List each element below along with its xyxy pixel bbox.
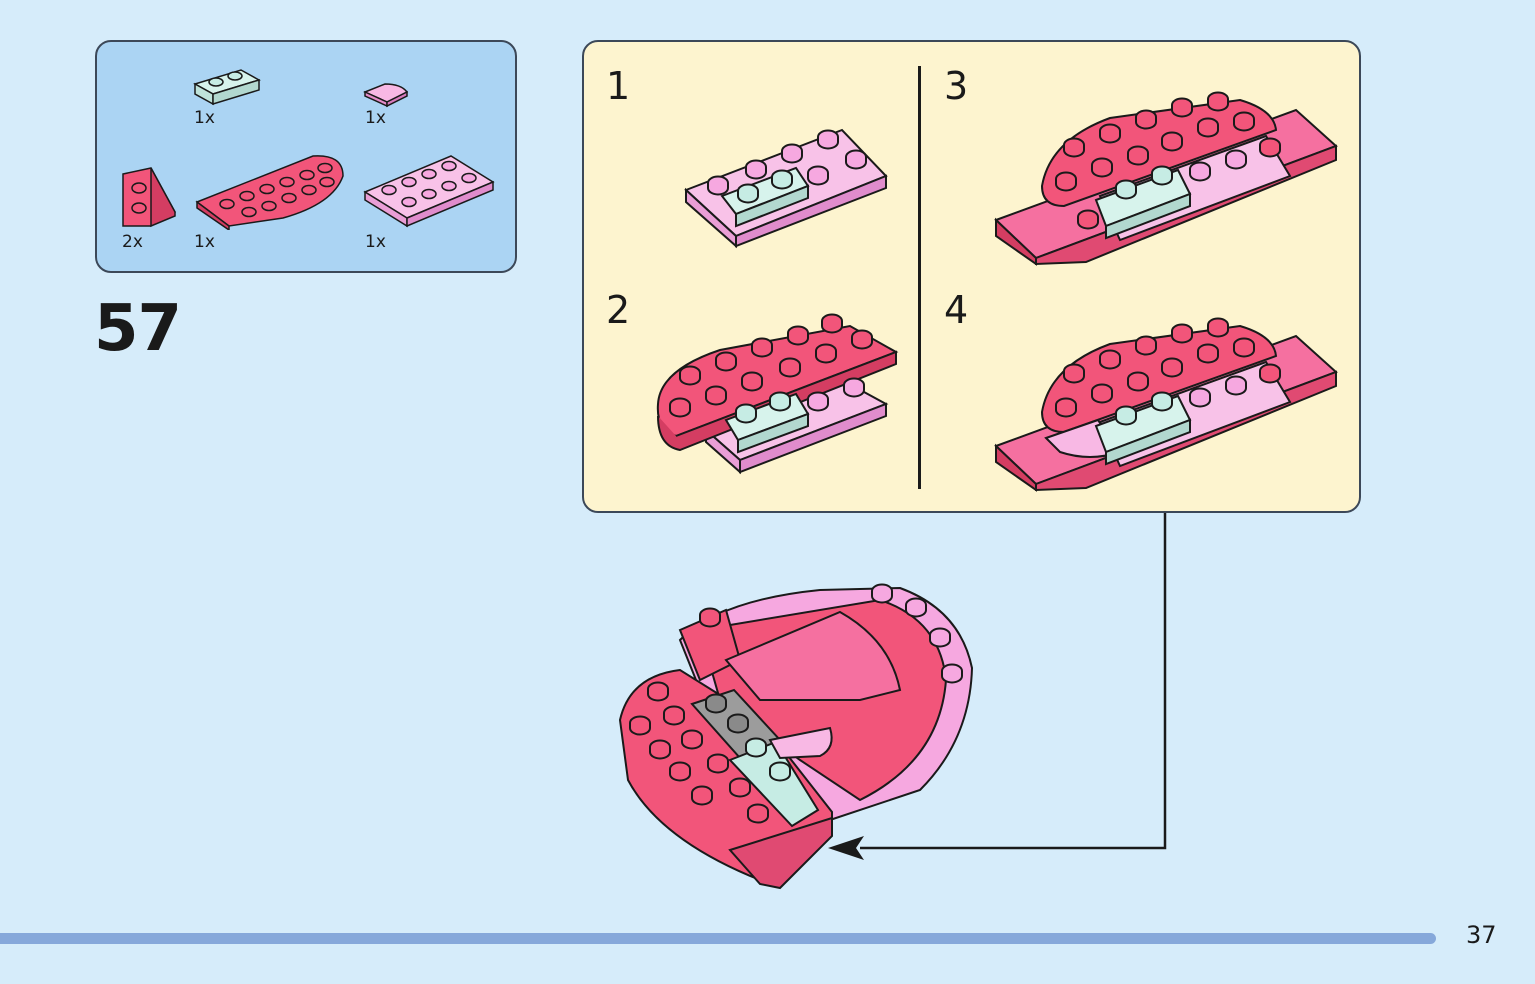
- pink-tile-icon: [363, 83, 409, 108]
- coral-half-round-plate-icon: [195, 155, 344, 230]
- sub-step-divider: [918, 66, 921, 489]
- coral-wedge-icon: [122, 167, 177, 228]
- sub-step-label-3: 3: [944, 64, 969, 108]
- qty-light-pink-plate: 1x: [365, 232, 386, 252]
- qty-coral-wedge: 2x: [122, 232, 143, 252]
- sub-step-label-1: 1: [606, 64, 631, 108]
- qty-pink-tile: 1x: [365, 108, 386, 128]
- connector-arrow: [860, 513, 1167, 850]
- qty-mint-plate: 1x: [194, 108, 215, 128]
- sub-step-1-illustration: [684, 128, 888, 249]
- arrow-head: [828, 836, 864, 860]
- sub-step-4-illustration: [994, 317, 1338, 492]
- sub-step-label-2: 2: [606, 288, 631, 332]
- sub-step-label-4: 4: [944, 288, 969, 332]
- parts-callout: 1x 1x 2x 1x: [95, 40, 517, 273]
- step-number: 57: [94, 292, 182, 366]
- page-number: 37: [1466, 921, 1497, 949]
- light-pink-plate-2x4-icon: [363, 155, 495, 228]
- mint-plate-1x2-icon: [193, 69, 261, 106]
- sub-step-2-illustration: [656, 313, 899, 475]
- sub-step-3-illustration: [994, 91, 1338, 266]
- qty-coral-half-round: 1x: [194, 232, 215, 252]
- footer-progress-bar: [0, 933, 1436, 944]
- main-model-illustration: [618, 583, 974, 890]
